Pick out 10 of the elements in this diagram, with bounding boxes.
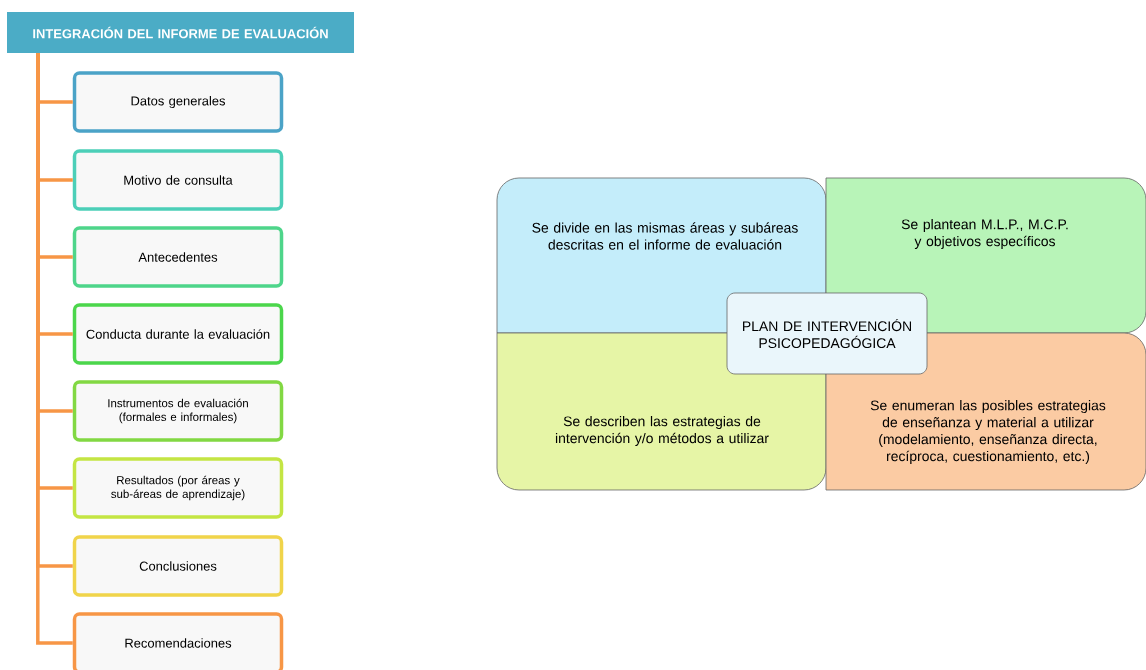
list-box: Instrumentos de evaluación (formales e informales) [72, 380, 284, 442]
list-box: Recomendaciones [72, 612, 284, 670]
list-box: Conducta durante la evaluación [72, 303, 284, 365]
list-box: Antecedentes [72, 226, 284, 288]
center-box: PLAN DE INTERVENCIÓN PSICOPEDAGÓGICA [726, 292, 928, 375]
list-box: Motivo de consulta [72, 149, 284, 211]
list-box: Resultados (por áreas y sub-áreas de aprendizaje) [72, 457, 284, 519]
list-box: Datos generales [72, 71, 284, 133]
list-box: Conclusiones [72, 535, 284, 597]
title-bar: INTEGRACIÓN DEL INFORME DE EVALUACIÓN [7, 12, 354, 53]
